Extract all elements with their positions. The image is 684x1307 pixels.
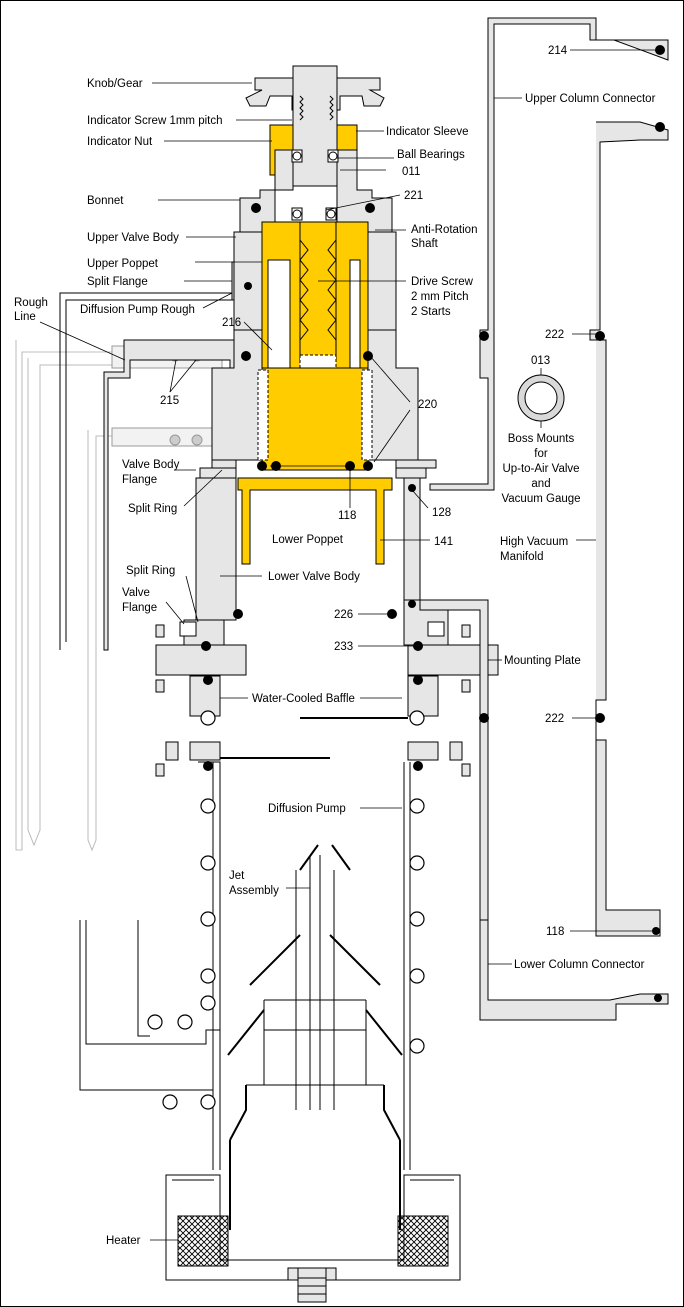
label-knob-gear: Knob/Gear — [87, 78, 143, 90]
label-118-lower: 118 — [546, 926, 564, 938]
label-heater: Heater — [106, 1235, 141, 1247]
lower-column-connector — [419, 599, 669, 1021]
label-222-lower: 222 — [545, 713, 564, 725]
label-boss-1: Boss Mounts — [508, 433, 575, 445]
diffusion-pump — [79, 675, 471, 1303]
label-rough-line-1: Rough — [14, 297, 48, 309]
valve-assembly — [155, 65, 499, 693]
cooling-coils — [147, 710, 425, 1110]
label-valve-flange-1: Valve — [122, 587, 150, 599]
heater-right — [397, 1215, 449, 1267]
label-216: 216 — [222, 317, 241, 329]
lower-valve-body — [195, 477, 237, 621]
label-upper-column-connector: Upper Column Connector — [525, 93, 656, 105]
label-jet-assembly-2: Assembly — [229, 885, 279, 897]
label-226: 226 — [334, 609, 353, 621]
label-lower-poppet: Lower Poppet — [272, 534, 344, 546]
bonnet — [239, 149, 294, 233]
lower-poppet — [237, 477, 393, 565]
label-drive-screw-1: Drive Screw — [411, 276, 474, 288]
label-013: 013 — [531, 355, 550, 367]
label-boss-4: and — [531, 478, 550, 490]
label-128: 128 — [432, 507, 451, 519]
label-valve-body-flange-1: Valve Body — [122, 459, 180, 471]
label-drive-screw-3: 2 Starts — [411, 306, 451, 318]
label-lower-column-connector: Lower Column Connector — [514, 959, 645, 971]
label-222-upper: 222 — [545, 329, 564, 341]
upper-column-connector — [429, 17, 669, 937]
label-indicator-nut: Indicator Nut — [87, 136, 153, 148]
labels: Knob/Gear Indicator Screw 1mm pitch Indi… — [14, 45, 656, 1247]
label-split-flange: Split Flange — [87, 276, 148, 288]
label-mounting-plate: Mounting Plate — [504, 655, 581, 667]
label-233: 233 — [334, 641, 353, 653]
label-lower-valve-body: Lower Valve Body — [268, 571, 360, 583]
label-141: 141 — [434, 536, 453, 548]
label-high-vacuum-2: Manifold — [500, 551, 543, 563]
label-anti-rotation-1: Anti-Rotation — [411, 224, 477, 236]
label-diffusion-pump-rough: Diffusion Pump Rough — [80, 304, 195, 316]
label-220: 220 — [418, 399, 437, 411]
o-rings — [201, 45, 665, 1002]
upper-poppet — [261, 221, 369, 371]
label-diffusion-pump: Diffusion Pump — [268, 803, 346, 815]
label-boss-3: Up-to-Air Valve — [502, 463, 579, 475]
leader-lines — [39, 49, 655, 1241]
jet-assembly[interactable] — [227, 844, 403, 1230]
label-bonnet: Bonnet — [87, 195, 124, 207]
label-011: 011 — [402, 166, 420, 178]
label-split-ring-upper: Split Ring — [128, 503, 177, 515]
heater-left — [177, 1215, 229, 1267]
label-valve-flange-2: Flange — [122, 602, 157, 614]
label-anti-rotation-2: Shaft — [411, 238, 439, 250]
label-boss-2: for — [534, 448, 548, 460]
label-boss-5: Vacuum Gauge — [501, 493, 580, 505]
label-split-ring-lower: Split Ring — [126, 565, 175, 577]
label-215: 215 — [160, 395, 179, 407]
label-high-vacuum-1: High Vacuum — [500, 536, 568, 548]
label-upper-valve-body: Upper Valve Body — [87, 232, 179, 244]
boss-mount[interactable] — [517, 374, 565, 422]
label-indicator-screw: Indicator Screw 1mm pitch — [87, 115, 223, 127]
label-rough-line-2: Line — [14, 311, 36, 323]
label-indicator-sleeve: Indicator Sleeve — [386, 126, 468, 138]
label-water-cooled-baffle: Water-Cooled Baffle — [252, 693, 355, 705]
label-upper-poppet: Upper Poppet — [87, 258, 159, 270]
mounting-plate-left — [155, 644, 247, 676]
label-ball-bearings: Ball Bearings — [397, 149, 465, 161]
label-valve-body-flange-2: Flange — [122, 474, 157, 486]
label-118-mid: 118 — [338, 510, 356, 522]
label-drive-screw-2: 2 mm Pitch — [411, 291, 469, 303]
upper-valve-body — [233, 231, 263, 331]
label-214: 214 — [548, 45, 568, 57]
drain-plug — [297, 1267, 327, 1303]
label-221: 221 — [404, 190, 423, 202]
label-jet-assembly-1: Jet — [229, 870, 245, 882]
